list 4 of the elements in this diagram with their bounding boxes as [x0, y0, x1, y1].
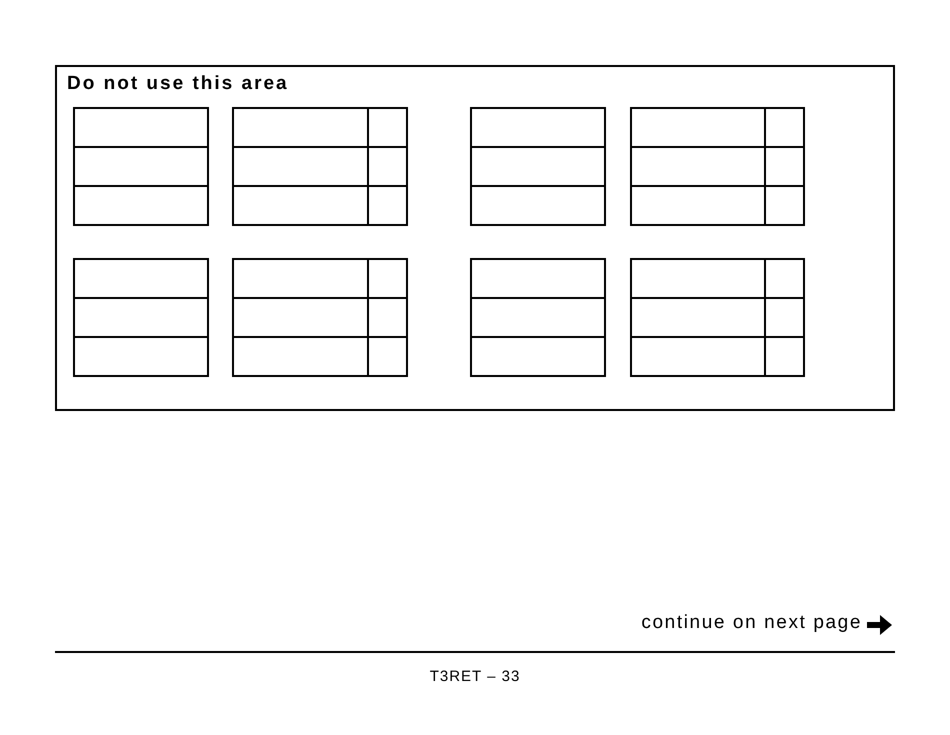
page-number: T3RET – 33 — [428, 668, 522, 685]
area-heading: Do not use this area — [67, 73, 289, 95]
reserved-area-box — [55, 65, 895, 411]
continue-note: continue on next page — [641, 612, 862, 634]
